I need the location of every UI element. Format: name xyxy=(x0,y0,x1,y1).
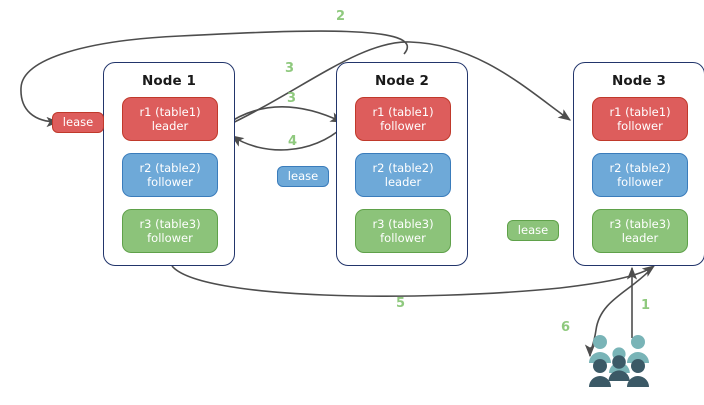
replica-role: leader xyxy=(151,119,189,133)
step-label-4: 4 xyxy=(288,134,298,149)
step-label-5: 5 xyxy=(396,296,406,311)
replica-role: leader xyxy=(621,231,659,245)
replica-name: r2 (table2) xyxy=(372,160,434,175)
replica-role: leader xyxy=(384,175,422,189)
step-label-6: 6 xyxy=(561,320,571,335)
replica-name: r1 (table1) xyxy=(609,104,671,119)
node-box-2[interactable]: Node 2 r1 (table1) follower r2 (table2) … xyxy=(336,62,468,266)
replica-role: follower xyxy=(617,175,663,189)
replica-name: r2 (table2) xyxy=(609,160,671,175)
replica-node3-r3[interactable]: r3 (table3) leader xyxy=(592,209,688,253)
replica-name: r1 (table1) xyxy=(139,104,201,119)
arrow-step-3-local xyxy=(223,105,344,127)
replica-role: follower xyxy=(380,119,426,133)
replica-node3-r1[interactable]: r1 (table1) follower xyxy=(592,97,688,141)
replica-name: r3 (table3) xyxy=(372,216,434,231)
replica-name: r3 (table3) xyxy=(139,216,201,231)
replica-role: follower xyxy=(617,119,663,133)
replica-name: r2 (table2) xyxy=(139,160,201,175)
arrow-step-5 xyxy=(171,265,656,297)
node-box-1[interactable]: Node 1 r1 (table1) leader r2 (table2) fo… xyxy=(103,62,235,266)
replica-node1-r2[interactable]: r2 (table2) follower xyxy=(122,153,218,197)
step-label-3b: 3 xyxy=(287,91,297,106)
replica-node2-r2[interactable]: r2 (table2) leader xyxy=(355,153,451,197)
node-title-3: Node 3 xyxy=(611,73,667,89)
node-title-1: Node 1 xyxy=(141,73,197,89)
node-box-3[interactable]: Node 3 r1 (table1) follower r2 (table2) … xyxy=(573,62,704,266)
lease-chip-red[interactable]: lease xyxy=(52,112,104,133)
replica-role: follower xyxy=(147,175,193,189)
lease-chip-blue[interactable]: lease xyxy=(277,166,329,187)
people-group-icon xyxy=(589,335,649,387)
step-label-1: 1 xyxy=(641,298,651,313)
node-title-2: Node 2 xyxy=(374,73,430,89)
replica-name: r1 (table1) xyxy=(372,104,434,119)
replica-name: r3 (table3) xyxy=(609,216,671,231)
step-label-2: 2 xyxy=(336,9,346,24)
replica-node1-r3[interactable]: r3 (table3) follower xyxy=(122,209,218,253)
replica-node1-r1[interactable]: r1 (table1) leader xyxy=(122,97,218,141)
replica-node3-r2[interactable]: r2 (table2) follower xyxy=(592,153,688,197)
replica-role: follower xyxy=(147,231,193,245)
replica-role: follower xyxy=(380,231,426,245)
replica-node2-r1[interactable]: r1 (table1) follower xyxy=(355,97,451,141)
lease-chip-green[interactable]: lease xyxy=(507,220,559,241)
replica-node2-r3[interactable]: r3 (table3) follower xyxy=(355,209,451,253)
step-label-3a: 3 xyxy=(285,61,295,76)
